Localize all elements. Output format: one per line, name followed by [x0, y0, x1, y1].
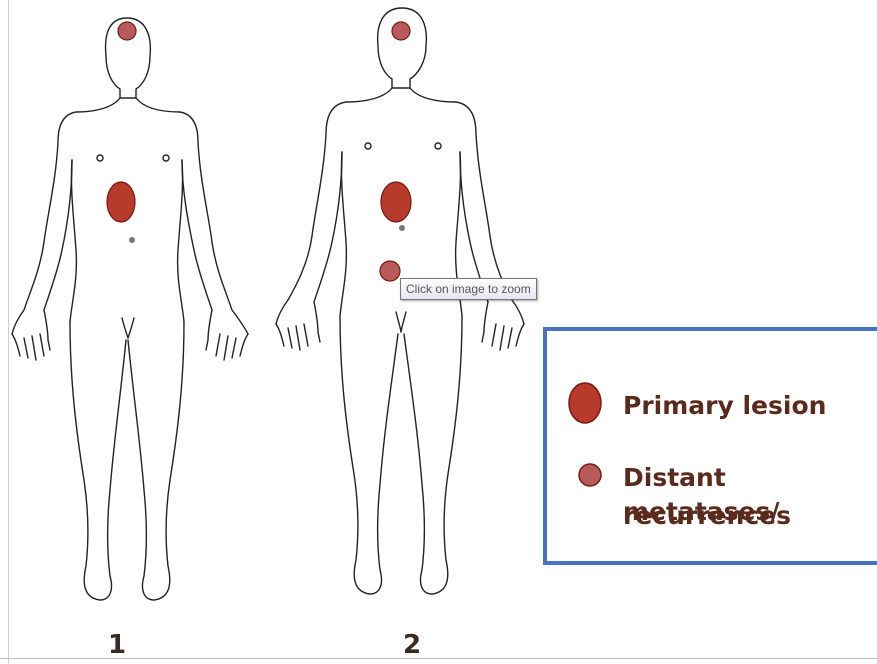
legend-distant-symbol [579, 464, 601, 486]
primary-lesion-marker-1 [107, 182, 135, 222]
legend-primary-symbol [569, 383, 601, 423]
legend-primary-label: Primary lesion [623, 389, 826, 423]
primary-lesion-marker-2 [381, 182, 411, 222]
zoom-tooltip: Click on image to zoom [400, 278, 537, 300]
body-outline-1 [12, 18, 248, 600]
metastasis-marker-head-1 [118, 22, 136, 40]
bottom-border-line [0, 658, 877, 659]
legend: Primary lesion Distant metatases/ recurr… [543, 327, 877, 565]
navel-2 [399, 225, 405, 231]
figure-label-2: 2 [403, 630, 421, 660]
figure-label-1: 1 [108, 630, 126, 660]
body-outline-2 [276, 8, 524, 594]
navel-1 [129, 237, 135, 243]
legend-symbols [561, 375, 621, 515]
metastasis-marker-head-2 [392, 22, 410, 40]
metastasis-marker-abdomen-2 [380, 261, 400, 281]
legend-distant-label-line2: recurrences [623, 499, 791, 533]
